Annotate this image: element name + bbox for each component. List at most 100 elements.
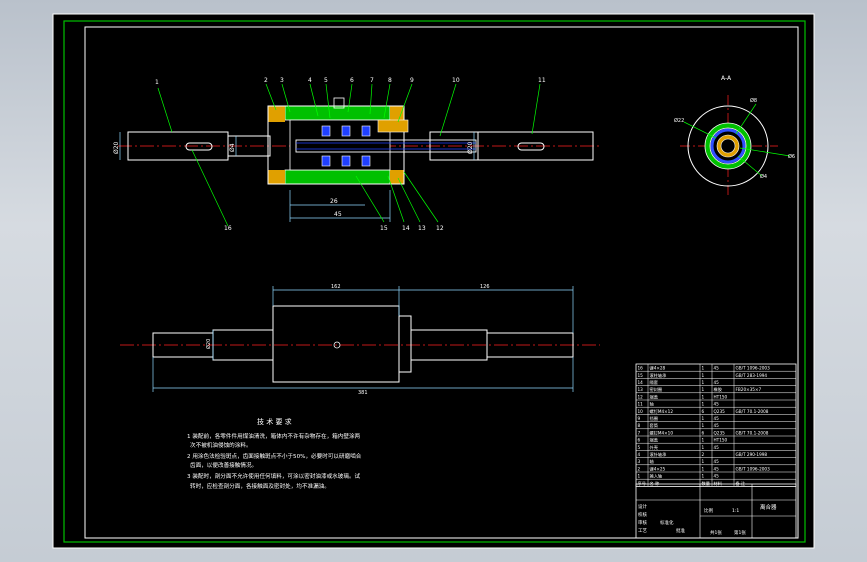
dim-lower-total: 381: [358, 390, 368, 396]
bom-cell: 45: [714, 366, 720, 371]
technical-notes: 技 术 要 求 1 装配前，各零件件用煤油清洗，箱体内不许有杂物存在，箱内壁涂两…: [187, 417, 362, 490]
bom-cell: 1: [702, 394, 705, 399]
bom-cell: 端盖: [650, 437, 658, 444]
bom-cell: 45: [714, 445, 720, 450]
bom-cell: 挡圈: [650, 415, 658, 422]
title-block-review: 审核: [638, 519, 647, 526]
bom-cell: 5: [638, 445, 641, 450]
set-screw: [333, 97, 345, 109]
bom-cell: 1: [702, 474, 705, 479]
upper-dimension-labels: Ø20 Ø20 26 45 Ø4: [113, 141, 474, 218]
bom-header-cell: 序号: [638, 480, 646, 487]
right-cap-top: [390, 106, 404, 120]
dim-upper-inner: 45: [334, 211, 342, 218]
section-label: A-A: [721, 75, 732, 82]
bom-cell: 1: [702, 366, 705, 371]
dim-section-c: Ø6: [788, 153, 795, 160]
bom-cell: 1: [702, 416, 705, 421]
balloon-14: 14: [402, 225, 410, 232]
title-block-design: 设计: [638, 503, 647, 510]
bom-cell: 1: [702, 402, 705, 407]
bom-cell: 1: [702, 380, 705, 385]
dim-upper-span: 26: [330, 198, 338, 205]
balloon-2: 2: [264, 77, 268, 84]
bom-cell: 14: [638, 380, 644, 385]
bom-cell: 45: [714, 459, 720, 464]
bom-cell: 6: [702, 430, 705, 435]
bom-cell: 橡胶: [714, 386, 722, 393]
bom-cell: 6: [638, 438, 641, 443]
title-block-check: 校核: [638, 511, 647, 518]
bom-cell: 2: [702, 452, 705, 457]
left-keyway: [185, 142, 213, 151]
bom-cell: 45: [714, 402, 720, 407]
bom-cell: 45: [714, 380, 720, 385]
right-keyway: [517, 142, 545, 151]
bom-cell: 45: [714, 423, 720, 428]
bom-cell: 8: [638, 423, 641, 428]
balloon-7: 7: [370, 77, 374, 84]
bom-cell: 2: [638, 466, 641, 471]
lower-right-shaft: [486, 332, 574, 358]
dim-upper-right: Ø20: [467, 141, 474, 154]
note-line-4: 齿面，以便改善接触情况。: [190, 461, 257, 469]
balloon-16: 16: [224, 225, 232, 232]
bom-cell: Q235: [714, 430, 726, 435]
balloon-11: 11: [538, 77, 546, 84]
bom-cell: 45: [714, 466, 720, 471]
bom-header-cell: 数量: [702, 480, 710, 487]
dim-section-d: Ø4: [760, 173, 767, 180]
bom-cell: GB/T 1096-2003: [736, 366, 771, 371]
section-a-a-view: A-A Ø22 Ø8 Ø6 Ø4: [674, 75, 795, 196]
bom-cell: 11: [638, 402, 644, 407]
bom-cell: 滚柱轴承: [650, 372, 668, 379]
bom-cell: 1: [638, 474, 641, 479]
bom-cell: 1: [702, 445, 705, 450]
bom-cell: 键4×25: [650, 465, 666, 472]
bom-cell: 1: [702, 466, 705, 471]
dim-upper-mid-a: Ø4: [229, 143, 236, 152]
housing-outline: [267, 105, 405, 185]
title-block-scale: 1:1: [732, 508, 739, 514]
left-cap-bottom: [268, 170, 285, 184]
bom-cell: 9: [638, 416, 641, 421]
bom-cell: 键4×28: [650, 365, 666, 372]
bom-cell: Q235: [714, 409, 726, 414]
balloon-9: 9: [410, 77, 414, 84]
leader-lines: [157, 83, 541, 227]
bom-header-cell: 名 称: [650, 480, 660, 487]
right-cap-bottom: [390, 170, 404, 184]
housing-bottom-hatch: [284, 169, 391, 185]
bom-cell: 滚针轴承: [650, 451, 668, 458]
upper-dimensions: [119, 132, 475, 222]
balloon-15: 15: [380, 225, 388, 232]
dim-section-b: Ø8: [750, 97, 757, 104]
dim-lower-left: Ø20: [205, 339, 212, 349]
dim-upper-left: Ø20: [113, 141, 120, 154]
drawing-frame: [63, 20, 806, 543]
balloon-6: 6: [350, 77, 354, 84]
bom-cell: 螺钉M4×10: [650, 429, 674, 436]
bom-cell: 6: [702, 409, 705, 414]
bom-cell: 1: [702, 387, 705, 392]
bom-cell: 3: [638, 459, 641, 464]
right-end-cap: [429, 131, 479, 161]
title-block-sheet-no: 第1张: [734, 529, 746, 536]
note-line-1: 1 装配前，各零件件用煤油清洗，箱体内不许有杂物存在，箱内壁涂两: [187, 432, 361, 440]
balloon-4: 4: [308, 77, 312, 84]
title-block-name: 离合器: [760, 503, 777, 511]
bom-cell: HT150: [714, 394, 728, 399]
assembly-section-view: Ø20 Ø20 26 45 Ø4 1 2: [113, 77, 600, 232]
outline-view: 162 126 381 Ø20: [120, 284, 600, 396]
balloon-labels: 1 2 3 4 5 6 7 8 9 10 11 12 13 14 15 16: [155, 77, 546, 232]
bom-cell: 端盖: [650, 393, 658, 400]
note-line-3: 2 用涂色法检验斑点，齿面接触斑点不小于50%，必要时可以研磨啮合: [187, 452, 362, 460]
balloon-8: 8: [388, 77, 392, 84]
inner-bore: [289, 119, 391, 171]
bom-cell: 密封圈: [650, 386, 663, 393]
bom-header-cell: 材料: [714, 480, 723, 487]
bom-cell: 1: [702, 423, 705, 428]
